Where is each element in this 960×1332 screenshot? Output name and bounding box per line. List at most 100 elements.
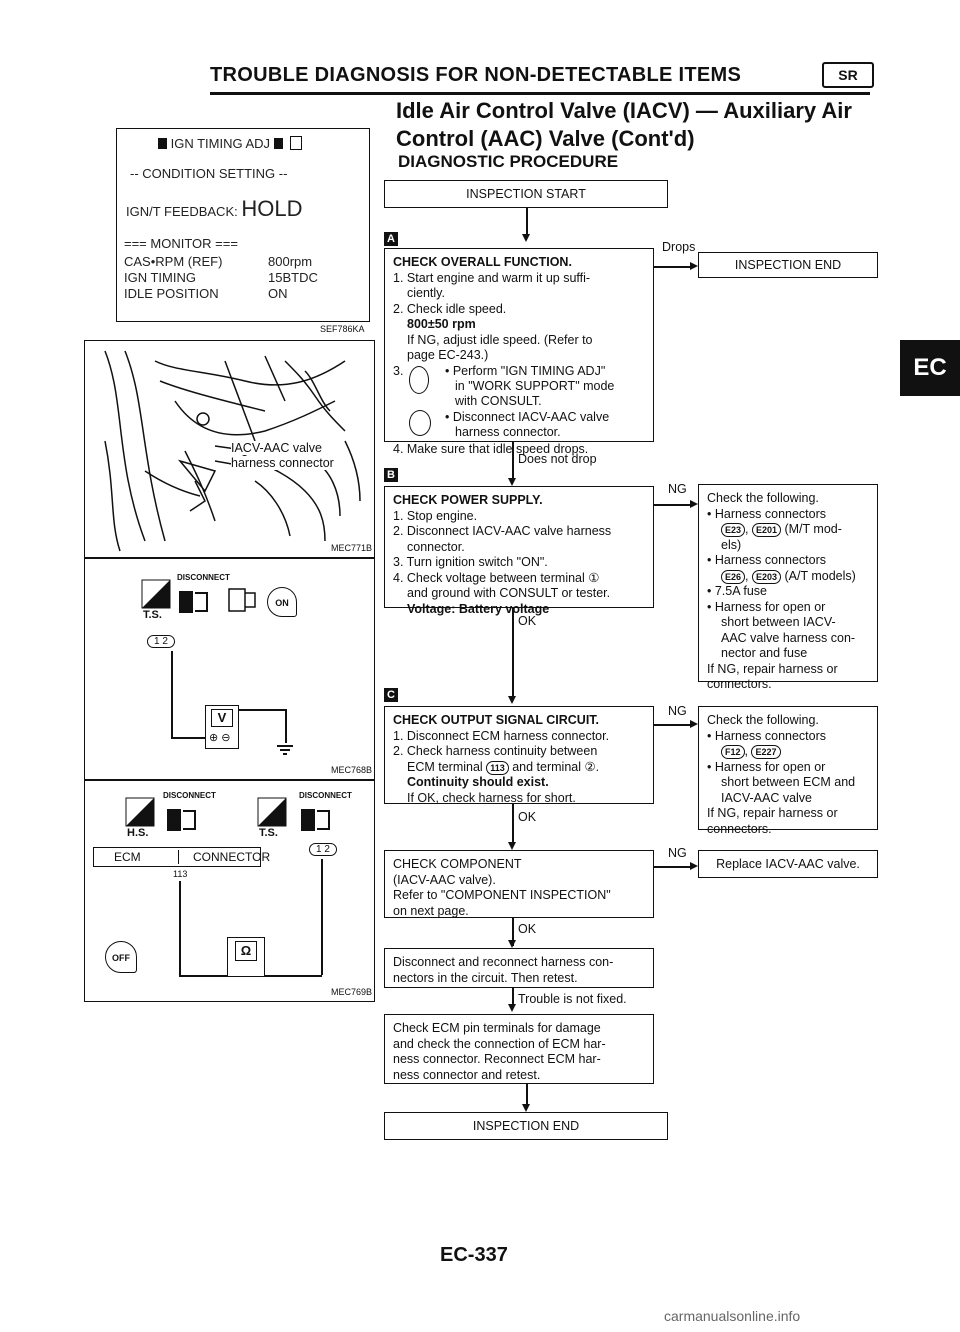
- step-f-line: and check the connection of ECM har-: [393, 1036, 606, 1051]
- step-a-substeps: 3. • Perform "IGN TIMING ADJ" in "WORK S…: [393, 364, 645, 410]
- step-a-line: harness connector.: [455, 424, 561, 439]
- connector-icon-2: [225, 583, 259, 617]
- watermark: carmanualsonline.info: [664, 1308, 801, 1324]
- connector-code: E201: [751, 523, 781, 537]
- ignition-on-label: ON: [275, 598, 289, 608]
- flow-start-box: INSPECTION START: [384, 180, 668, 208]
- ts-label: T.S.: [143, 609, 162, 621]
- step-a-box: CHECK OVERALL FUNCTION. 1. Start engine …: [384, 248, 654, 456]
- side-b-line: If NG, repair harness or: [707, 661, 838, 676]
- side-box-d: Replace IACV-AAC valve.: [698, 850, 878, 878]
- figure-code: MEC769B: [331, 987, 373, 997]
- screen-value-0: 800rpm: [268, 254, 313, 269]
- cursor-block-icon: [158, 138, 167, 149]
- step-a-line: • Perform "IGN TIMING ADJ": [445, 363, 606, 378]
- side-b-connectors: E26, E203 (A/T models): [707, 569, 869, 585]
- arrow-down-icon: [508, 842, 516, 850]
- flow-connector: [512, 442, 514, 482]
- step-letter-b: B: [384, 468, 398, 482]
- step-e-box: Disconnect and reconnect harness con- ne…: [384, 948, 654, 988]
- side-c-line: • Harness for open or: [707, 759, 826, 774]
- disconnect-label: DISCONNECT: [177, 573, 230, 582]
- disconnect-label-1: DISCONNECT: [163, 791, 216, 800]
- arrow-right-icon: [690, 862, 698, 870]
- connector-icon: [177, 583, 211, 617]
- connector-code: E227: [751, 745, 781, 759]
- harness-photo-figure: IACV-AAC valve harness connector MEC771B: [84, 340, 375, 558]
- checkbox-icon: [290, 136, 303, 150]
- flow-connector: [526, 1084, 528, 1108]
- step-a-line: • Disconnect IACV-AAC valve: [445, 409, 610, 424]
- disconnect-label-2: DISCONNECT: [299, 791, 352, 800]
- step-c-line: 2. Check harness continuity between: [393, 744, 598, 758]
- arrow-down-icon: [508, 478, 516, 486]
- step-a-line: in "WORK SUPPORT" mode: [455, 378, 615, 393]
- screen-row-0: CAS•RPM (REF): [124, 254, 223, 269]
- step-c-line: and terminal ②.: [512, 759, 600, 774]
- connector-code: F12: [721, 745, 745, 759]
- harness-label-line1: IACV-AAC valve: [231, 441, 323, 455]
- terminal-pair: 1 2: [147, 635, 175, 648]
- connector-label: CONNECTOR: [178, 850, 270, 864]
- side-c-line: connectors.: [707, 821, 772, 836]
- step-f-box: Check ECM pin terminals for damage and c…: [384, 1014, 654, 1084]
- step-a-number: 3.: [393, 363, 404, 378]
- side-b-line: • Harness connectors: [707, 553, 827, 567]
- probe-wire: [171, 737, 211, 739]
- step-f-line: ness connector and retest.: [393, 1067, 541, 1082]
- side-box-c: Check the following. • Harness connector…: [698, 706, 878, 836]
- connector-code: E23: [721, 523, 746, 537]
- terminal-code: 113: [486, 760, 509, 775]
- arrow-down-icon: [522, 1104, 530, 1112]
- step-c-line: 1. Disconnect ECM harness connector.: [393, 728, 610, 743]
- flow-connector: [512, 918, 514, 946]
- step-a-title: CHECK OVERALL FUNCTION.: [393, 255, 572, 269]
- ts-label-2: T.S.: [259, 827, 278, 839]
- terminal-113: 113: [173, 869, 188, 879]
- connector-icon: [228, 588, 256, 612]
- step-a-line: page EC-243.): [407, 348, 489, 362]
- trouble-label: Trouble is not fixed.: [518, 992, 627, 1006]
- ts-tester-icon: [141, 579, 171, 609]
- flow-connector: [654, 266, 692, 268]
- flow-connector: [654, 504, 692, 506]
- step-c-line: If OK, check harness for short.: [407, 790, 576, 805]
- section-title: TROUBLE DIAGNOSIS FOR NON-DETECTABLE ITE…: [210, 64, 742, 86]
- step-b-line: 4. Check voltage between terminal ①: [393, 570, 600, 585]
- screen-title-row: IGN TIMING ADJ: [158, 136, 303, 151]
- ts-tester-icon: [257, 797, 287, 827]
- side-b-line: (A/T models): [784, 568, 856, 583]
- step-d-box: CHECK COMPONENT (IACV-AAC valve). Refer …: [384, 850, 654, 918]
- arrow-right-icon: [690, 500, 698, 508]
- step-e-line: Disconnect and reconnect harness con-: [393, 955, 614, 969]
- step-c-box: CHECK OUTPUT SIGNAL CIRCUIT. 1. Disconne…: [384, 706, 654, 805]
- flow-connector: [512, 988, 514, 1008]
- step-b-box: CHECK POWER SUPPLY. 1. Stop engine. 2. D…: [384, 486, 654, 616]
- step-b-line: 3. Turn ignition switch "ON".: [393, 555, 548, 569]
- ground-wire: [239, 709, 285, 711]
- step-c-title: CHECK OUTPUT SIGNAL CIRCUIT.: [393, 713, 600, 727]
- side-b-line: Check the following.: [707, 491, 819, 505]
- connector-disconnect-icon: [301, 809, 330, 831]
- hs-label: H.S.: [127, 827, 149, 839]
- side-b-line: AAC valve harness con-: [721, 630, 856, 645]
- ng-label-c: NG: [668, 704, 687, 718]
- step-f-line: ness connector. Reconnect ECM har-: [393, 1052, 601, 1066]
- step-c-spec: Continuity should exist.: [407, 775, 549, 789]
- ground-symbol-icon: [277, 745, 293, 747]
- connector-icon-4: [299, 801, 333, 840]
- cursor-block-icon: [273, 138, 283, 149]
- ground-symbol-icon: [280, 749, 290, 751]
- no-tools-icon: [409, 409, 431, 436]
- step-letter-a: A: [384, 232, 398, 246]
- step-d-line: on next page.: [393, 903, 469, 918]
- connector-code: E203: [751, 569, 781, 584]
- arrow-down-icon: [508, 696, 516, 704]
- step-a-line: 1. Start engine and warm it up suffi-: [393, 270, 591, 285]
- ohmmeter-label: Ω: [235, 941, 257, 961]
- step-b-line: and ground with CONSULT or tester.: [407, 586, 611, 600]
- ground-symbol-icon: [283, 753, 287, 755]
- probe-wire: [179, 881, 181, 975]
- step-a-line: ciently.: [407, 286, 445, 300]
- drops-label: Drops: [662, 240, 696, 254]
